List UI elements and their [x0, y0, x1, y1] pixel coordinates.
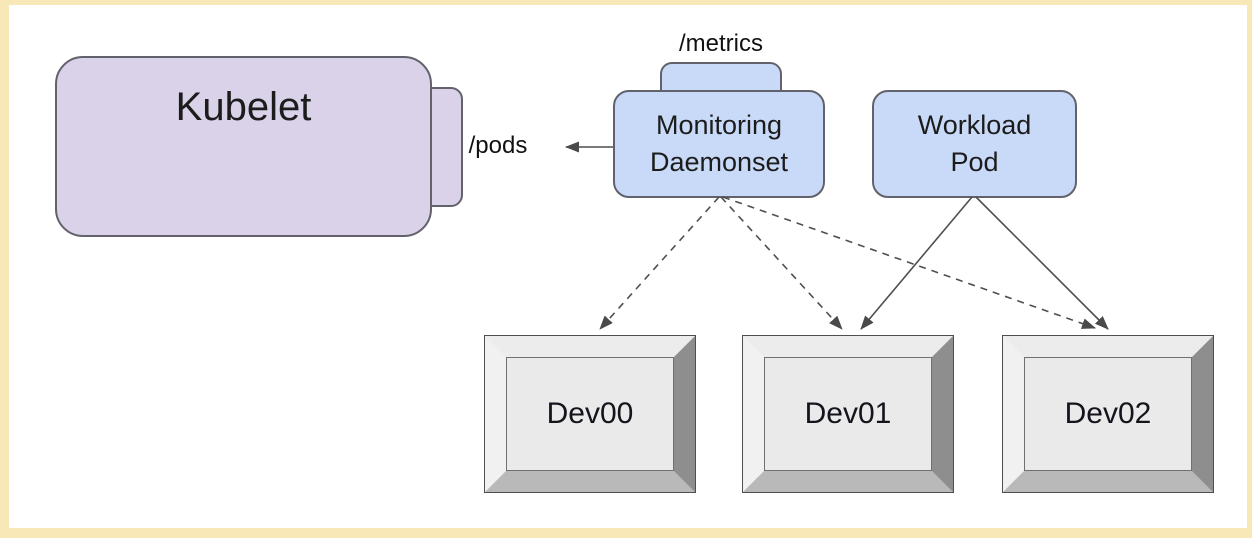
workload-pod-node: Workload Pod: [872, 90, 1077, 198]
kubelet-label: Kubelet: [175, 85, 312, 129]
monitoring-daemonset-label-line1: Monitoring: [655, 110, 783, 140]
workload-pod-label-line2: Pod: [950, 147, 999, 177]
device-node-dev02: Dev02: [1002, 335, 1214, 493]
device-node-dev01: Dev01: [742, 335, 954, 493]
device-label-dev02: Dev02: [1064, 397, 1152, 430]
monitoring-to-dev02-arrow: [722, 196, 1096, 329]
device-label-dev01: Dev01: [804, 397, 892, 430]
workload-pod-label-line1: Workload: [917, 110, 1032, 140]
workload-to-dev01-arrow: [860, 196, 973, 330]
monitoring-to-dev00-arrow: [599, 196, 720, 330]
monitoring-to-dev01-arrow: [720, 196, 843, 330]
kubelet-node: Kubelet: [55, 56, 432, 237]
kubelet-port-tab: [430, 87, 463, 207]
workload-to-dev02-arrow: [975, 196, 1109, 330]
metrics-endpoint-label: /metrics: [679, 30, 763, 57]
device-label-dev00: Dev00: [546, 397, 634, 430]
pods-endpoint-label: /pods: [468, 132, 528, 159]
monitoring-daemonset-label-line2: Daemonset: [649, 147, 789, 177]
monitoring-daemonset-node: Monitoring Daemonset: [613, 90, 825, 198]
device-node-dev00: Dev00: [484, 335, 696, 493]
